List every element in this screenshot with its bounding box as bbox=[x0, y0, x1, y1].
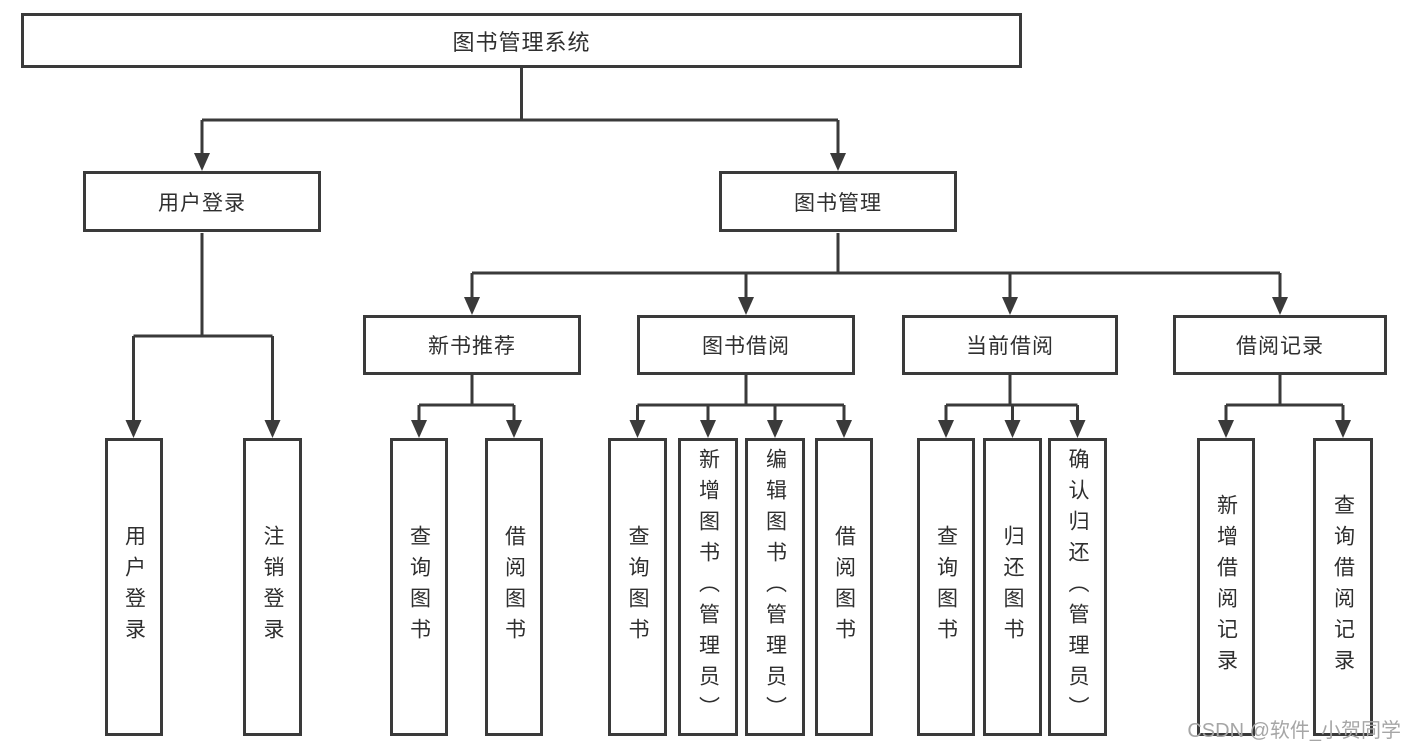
node-label: 注销登录 bbox=[261, 525, 284, 649]
node-book-borrowing: 图书借阅 bbox=[637, 315, 855, 375]
node-label: 查询借阅记录 bbox=[1331, 494, 1355, 680]
node-new-book-recommendation: 新书推荐 bbox=[363, 315, 581, 375]
leaf-borrow-books: 借阅图书 bbox=[815, 438, 873, 736]
node-label: 新书推荐 bbox=[428, 335, 516, 358]
leaf-user-login: 用户登录 bbox=[105, 438, 163, 736]
leaf-query-books-borrow: 查询图书 bbox=[608, 438, 667, 736]
node-label: 新增借阅记录 bbox=[1214, 494, 1238, 680]
node-user-login: 用户登录 bbox=[83, 171, 321, 232]
node-label: 图书管理系统 bbox=[452, 29, 591, 55]
node-label: 查询图书 bbox=[407, 525, 431, 649]
csdn-watermark: CSDN @软件_小贺同学 bbox=[1187, 720, 1401, 742]
node-label: 查询图书 bbox=[626, 525, 649, 649]
leaf-add-books-admin: 新增图书（管理员） bbox=[678, 438, 738, 736]
node-label: 归还图书 bbox=[1001, 525, 1024, 649]
node-label: 新增图书（管理员） bbox=[696, 447, 720, 727]
leaf-logout: 注销登录 bbox=[243, 438, 302, 736]
node-current-borrowing: 当前借阅 bbox=[902, 315, 1118, 375]
leaf-confirm-return-admin: 确认归还（管理员） bbox=[1048, 438, 1107, 736]
leaf-query-books-current: 查询图书 bbox=[917, 438, 975, 736]
node-label: 图书借阅 bbox=[702, 335, 790, 358]
node-label: 编辑图书（管理员） bbox=[763, 447, 787, 727]
leaf-query-books-recommend: 查询图书 bbox=[390, 438, 448, 736]
node-label: 借阅记录 bbox=[1236, 335, 1324, 358]
node-label: 当前借阅 bbox=[966, 335, 1054, 358]
node-label: 图书管理 bbox=[794, 191, 882, 215]
node-root-system: 图书管理系统 bbox=[21, 13, 1022, 68]
leaf-add-borrow-record: 新增借阅记录 bbox=[1197, 438, 1255, 736]
node-label: 借阅图书 bbox=[832, 525, 856, 649]
node-label: 确认归还（管理员） bbox=[1066, 447, 1089, 727]
node-label: 用户登录 bbox=[122, 525, 146, 649]
node-label: 查询图书 bbox=[934, 525, 958, 649]
arrowheads bbox=[125, 153, 1351, 438]
node-label: 借阅图书 bbox=[502, 525, 526, 649]
leaf-borrow-books-recommend: 借阅图书 bbox=[485, 438, 543, 736]
leaf-edit-books-admin: 编辑图书（管理员） bbox=[745, 438, 805, 736]
leaf-return-books: 归还图书 bbox=[983, 438, 1042, 736]
node-book-management: 图书管理 bbox=[719, 171, 957, 232]
node-borrowing-records: 借阅记录 bbox=[1173, 315, 1387, 375]
leaf-query-borrow-record: 查询借阅记录 bbox=[1313, 438, 1373, 736]
node-label: 用户登录 bbox=[158, 191, 246, 215]
